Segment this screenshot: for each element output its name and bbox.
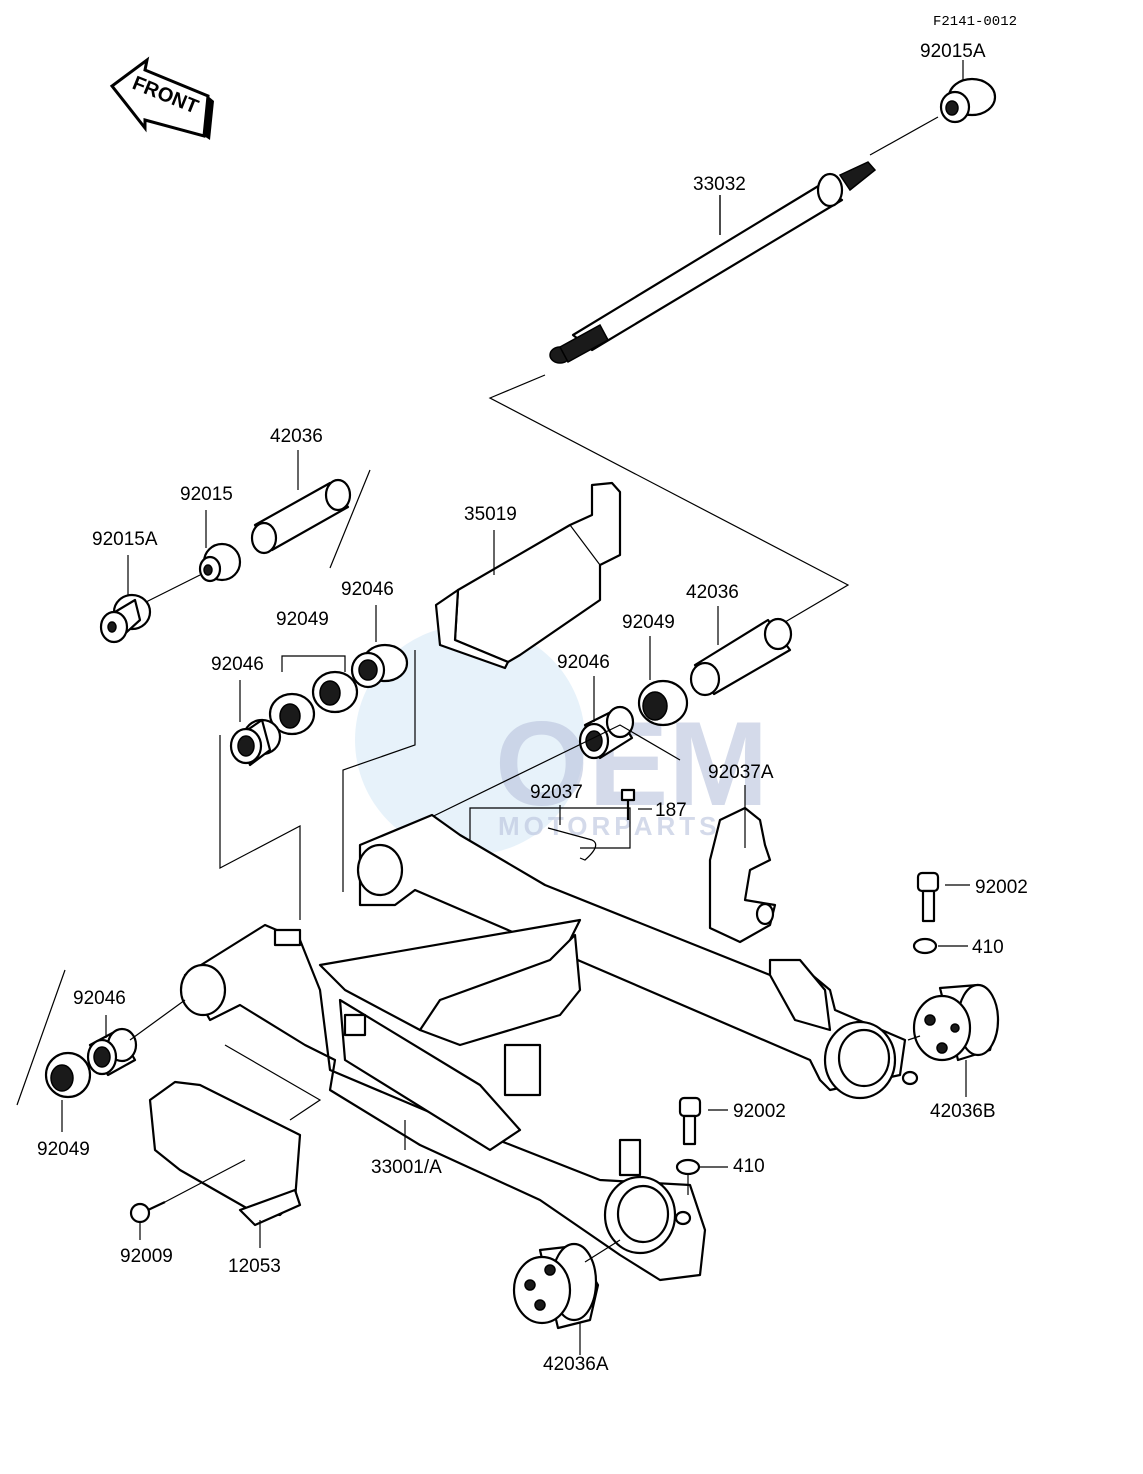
label-42036A: 42036A bbox=[543, 1354, 609, 1375]
seal-92049-a1 bbox=[311, 670, 359, 714]
washer-410-mid bbox=[675, 1158, 701, 1176]
chain-guide-92037A bbox=[708, 806, 777, 944]
drawing-code: F2141-0012 bbox=[933, 14, 1017, 30]
needle-bearing-92046-b bbox=[229, 718, 282, 767]
pivot-shaft-33032 bbox=[549, 161, 877, 364]
bolt-92009 bbox=[129, 1201, 166, 1224]
label-92015A-left: 92015A bbox=[92, 529, 158, 550]
needle-bearing-92046-d bbox=[86, 1027, 138, 1077]
label-92009: 92009 bbox=[120, 1246, 173, 1267]
label-33001A: 33001/A bbox=[371, 1157, 442, 1178]
bushing-92015 bbox=[198, 542, 242, 583]
label-12053: 12053 bbox=[228, 1256, 281, 1277]
chain-adjuster-42036A bbox=[512, 1242, 600, 1330]
label-92046-b: 92046 bbox=[211, 654, 264, 675]
watermark-sub: MOTORPARTS bbox=[498, 811, 720, 841]
label-92046-a: 92046 bbox=[341, 579, 394, 600]
part-labels: 92015A 33032 42036 92015 92015A 35019 92… bbox=[37, 41, 1028, 1375]
bolt-187 bbox=[620, 788, 636, 820]
sleeve-42036-left bbox=[250, 478, 352, 555]
swingarm-33001A bbox=[179, 813, 919, 1282]
bushing-92015A-top bbox=[939, 77, 997, 124]
sleeve-42036-right bbox=[689, 617, 793, 697]
label-92015: 92015 bbox=[180, 484, 233, 505]
seal-92049-b bbox=[637, 679, 689, 727]
label-42036B: 42036B bbox=[930, 1101, 996, 1122]
label-92046-c: 92046 bbox=[557, 652, 610, 673]
chain-guide-12053 bbox=[148, 1080, 302, 1227]
label-35019: 35019 bbox=[464, 504, 517, 525]
watermark-globe bbox=[355, 625, 585, 855]
bolt-92002-right bbox=[916, 871, 940, 923]
label-92049-c: 92049 bbox=[37, 1139, 90, 1160]
label-92002-right: 92002 bbox=[975, 877, 1028, 898]
label-92015A-top: 92015A bbox=[920, 41, 986, 62]
label-92049-a: 92049 bbox=[276, 609, 329, 630]
front-arrow-icon: FRONT bbox=[109, 56, 214, 140]
label-42036-right: 42036 bbox=[686, 582, 739, 603]
needle-bearing-92046-a bbox=[350, 643, 409, 689]
label-33032: 33032 bbox=[693, 174, 746, 195]
label-92049-b: 92049 bbox=[622, 612, 675, 633]
washer-410-right bbox=[912, 937, 938, 955]
label-410-right: 410 bbox=[972, 937, 1004, 958]
label-92046-d: 92046 bbox=[73, 988, 126, 1009]
label-92037A: 92037A bbox=[708, 762, 774, 783]
label-187: 187 bbox=[655, 800, 687, 821]
label-42036-left: 42036 bbox=[270, 426, 323, 447]
label-410-mid: 410 bbox=[733, 1156, 765, 1177]
bushing-92015A-left bbox=[99, 593, 152, 644]
bracket-35019 bbox=[434, 481, 622, 670]
seal-92049-c bbox=[44, 1051, 92, 1099]
chain-adjuster-42036B bbox=[912, 983, 1000, 1062]
seal-92049-a2 bbox=[268, 692, 316, 736]
label-92002-mid: 92002 bbox=[733, 1101, 786, 1122]
bolt-92002-mid bbox=[678, 1096, 702, 1146]
label-92037: 92037 bbox=[530, 782, 583, 803]
